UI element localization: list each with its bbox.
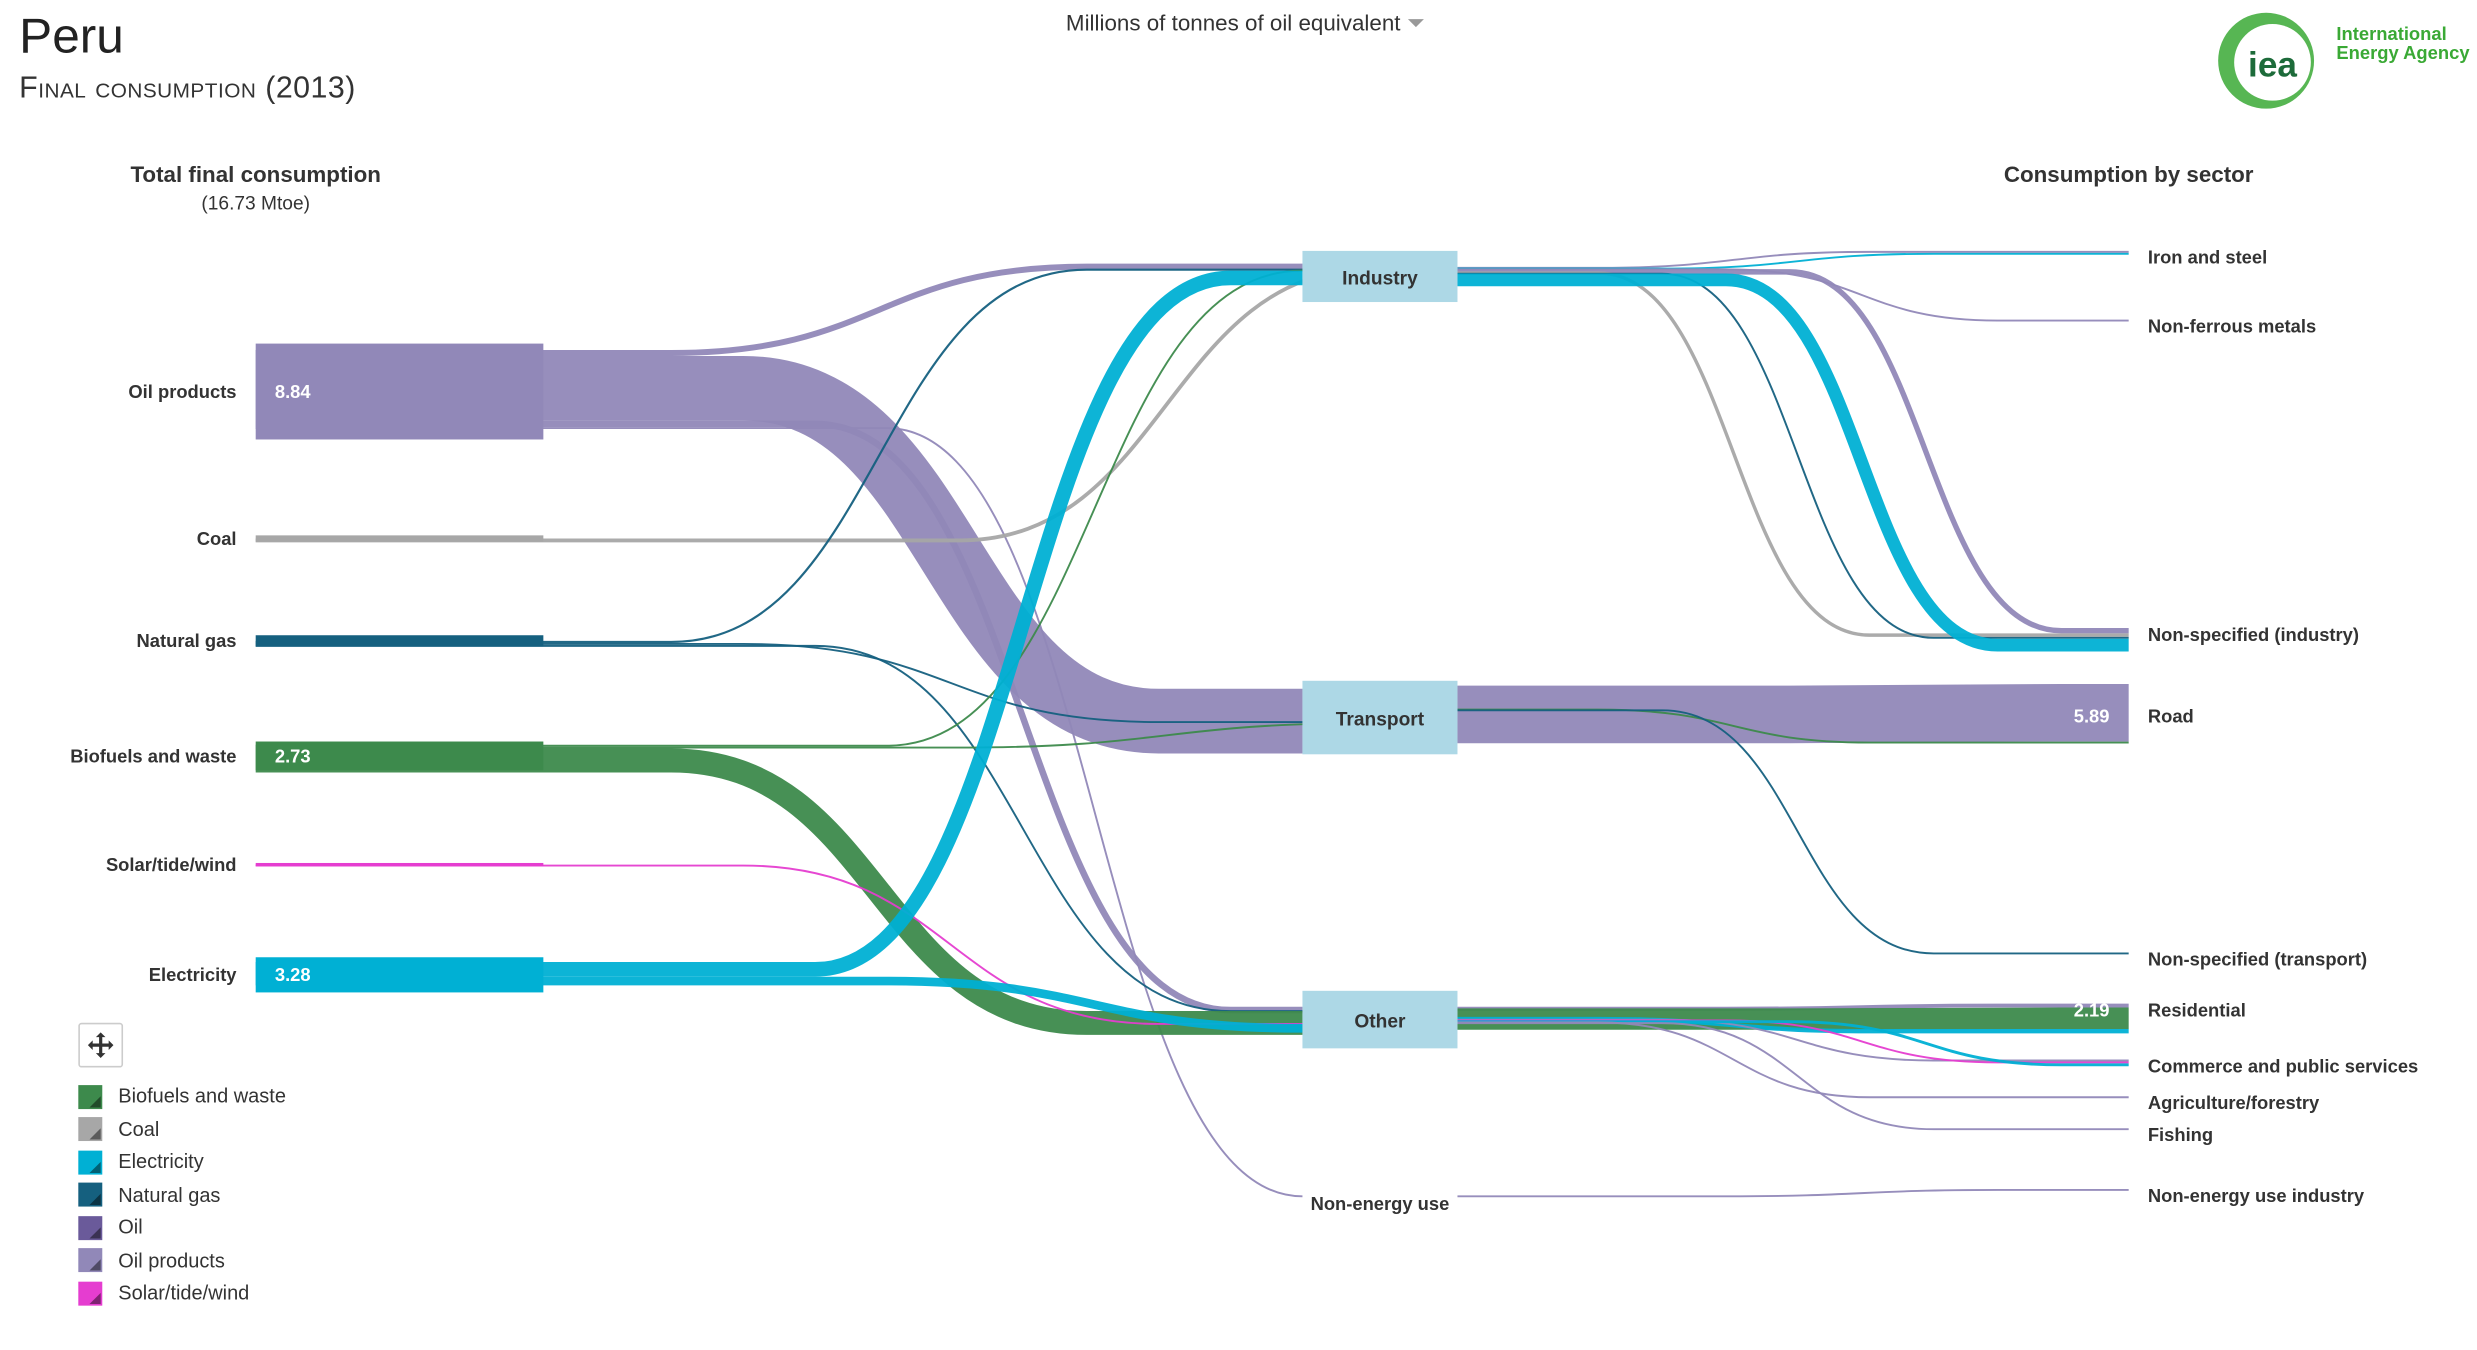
- legend-swatch: [78, 1182, 103, 1207]
- flow-biofuels-to-other: [255, 748, 1303, 1035]
- unit-dropdown-label: Millions of tonnes of oil equivalent: [1065, 9, 1401, 36]
- flow-oil_products-to-other: [255, 420, 1303, 1014]
- chevron-down-icon: [1408, 18, 1425, 27]
- flow-biofuels-to-industry: [255, 269, 1303, 747]
- left-panel-title: Total final consumption: [130, 162, 381, 187]
- flow-other-to-residential-biofuels: [1457, 1007, 2129, 1030]
- sector-hub-other: [1302, 990, 1458, 1049]
- flow-transport-to-road-oil_products: [1457, 683, 2129, 744]
- flow-oil_products-to-non_energy: [255, 427, 1303, 1198]
- subsector-label-nstransport: Non-specified (transport): [2148, 948, 2367, 969]
- legend-swatch: [78, 1248, 103, 1273]
- source-value-oil_products: 8.84: [275, 381, 312, 402]
- logo-mark-text: iea: [2248, 46, 2297, 85]
- sector-label-industry: Industry: [1342, 268, 1418, 289]
- subsector-label-nsindustry: Non-specified (industry): [2148, 624, 2359, 645]
- flow-transport-to-nstransport-natural_gas: [1457, 709, 2129, 955]
- page-subtitle: Final consumption (2013): [19, 71, 356, 106]
- source-label-electricity: Electricity: [149, 964, 238, 985]
- legend-label: Electricity: [118, 1151, 204, 1174]
- source-bar-coal: [255, 535, 544, 542]
- flow-natural_gas-to-industry: [255, 268, 1303, 644]
- legend-swatch: [78, 1281, 103, 1306]
- flow-industry-to-nsindustry-natural_gas: [1457, 272, 2129, 639]
- pan-control-button[interactable]: [78, 1022, 124, 1068]
- logo-line-2: Energy Agency: [2336, 44, 2470, 64]
- unit-dropdown[interactable]: Millions of tonnes of oil equivalent: [1065, 9, 1425, 36]
- sector-hub-transport: [1302, 680, 1458, 755]
- subsector-label-agri: Agriculture/forestry: [2148, 1092, 2320, 1113]
- subsector-label-fishing: Fishing: [2148, 1124, 2213, 1145]
- flow-industry-to-nsindustry-coal: [1457, 271, 2129, 637]
- move-icon: [87, 1032, 114, 1058]
- flow-electricity-to-other: [255, 976, 1303, 1033]
- flow-natural_gas-to-other: [255, 644, 1303, 1012]
- source-value-biofuels: 2.73: [275, 745, 311, 766]
- legend-item-biofuels[interactable]: Biofuels and waste: [78, 1080, 286, 1113]
- flow-industry-to-nsindustry-oil_products: [1457, 269, 2129, 634]
- subsector-label-neuindustry: Non-energy use industry: [2148, 1185, 2365, 1206]
- source-bar-electricity: [255, 957, 544, 993]
- source-label-biofuels: Biofuels and waste: [70, 745, 236, 766]
- source-label-solar: Solar/tide/wind: [106, 854, 237, 875]
- flow-solar-to-other: [255, 864, 1303, 1025]
- legend-swatch: [78, 1084, 103, 1109]
- source-label-oil_products: Oil products: [128, 381, 236, 402]
- legend-item-natural_gas[interactable]: Natural gas: [78, 1179, 286, 1212]
- legend-swatch: [78, 1215, 103, 1240]
- legend-label: Natural gas: [118, 1183, 221, 1207]
- source-label-natural_gas: Natural gas: [137, 630, 237, 651]
- legend-swatch: [78, 1150, 103, 1175]
- flow-industry-to-nsindustry-electricity: [1457, 273, 2129, 652]
- legend-item-coal[interactable]: Coal: [78, 1113, 286, 1146]
- legend-swatch: [78, 1117, 103, 1142]
- flow-non_energy-to-neuindustry-oil_products: [1457, 1188, 2129, 1198]
- sector-label-non_energy: Non-energy use: [1311, 1193, 1450, 1214]
- subsector-value-residential: 2.19: [2074, 999, 2110, 1020]
- subsector-label-iron: Iron and steel: [2148, 247, 2267, 268]
- legend-item-oil[interactable]: Oil: [78, 1211, 286, 1244]
- legend-label: Coal: [118, 1118, 160, 1141]
- country-title: Peru: [19, 7, 124, 64]
- left-panel-total: (16.73 Mtoe): [201, 193, 310, 214]
- subsector-value-road: 5.89: [2074, 705, 2110, 726]
- sector-label-transport: Transport: [1336, 710, 1425, 731]
- sector-hub-industry: [1302, 250, 1458, 303]
- legend-item-oil_products[interactable]: Oil products: [78, 1244, 286, 1277]
- subsector-label-nonferrous: Non-ferrous metals: [2148, 315, 2316, 336]
- legend-item-solar[interactable]: Solar/tide/wind: [78, 1277, 286, 1310]
- iea-logo: iea International Energy Agency: [2209, 10, 2477, 112]
- subsector-label-road: Road: [2148, 705, 2194, 726]
- flow-other-to-commerce-electricity: [1457, 1020, 2129, 1067]
- legend-label: Oil products: [118, 1249, 225, 1272]
- subsector-label-commerce: Commerce and public services: [2148, 1055, 2418, 1076]
- source-bar-solar: [255, 862, 544, 867]
- legend-label: Oil: [118, 1216, 143, 1239]
- source-bar-biofuels: [255, 741, 544, 771]
- flow-electricity-to-industry: [255, 270, 1303, 977]
- flow-oil_products-to-industry: [255, 263, 1303, 356]
- legend-label: Solar/tide/wind: [118, 1282, 250, 1305]
- flow-oil_products-to-transport: [255, 355, 1303, 754]
- flow-other-to-agri-oil_products: [1457, 1021, 2129, 1099]
- source-bar-natural_gas: [255, 635, 544, 647]
- logo-line-1: International: [2336, 25, 2447, 45]
- legend-item-electricity[interactable]: Electricity: [78, 1146, 286, 1179]
- legend-label: Biofuels and waste: [118, 1085, 286, 1108]
- flow-industry-to-iron-electricity: [1457, 252, 2129, 270]
- flow-industry-to-iron-oil_products: [1457, 250, 2129, 269]
- source-value-electricity: 3.28: [275, 964, 311, 985]
- right-panel-title: Consumption by sector: [2004, 162, 2254, 187]
- sector-label-other: Other: [1354, 1012, 1406, 1033]
- source-label-coal: Coal: [197, 528, 237, 549]
- source-bar-oil_products: [255, 343, 544, 440]
- subsector-label-residential: Residential: [2148, 999, 2246, 1020]
- iea-logo-mark: iea: [2218, 12, 2315, 109]
- logo-wordmark: International Energy Agency: [2336, 26, 2477, 64]
- flow-other-to-fishing-oil_products: [1457, 1022, 2129, 1131]
